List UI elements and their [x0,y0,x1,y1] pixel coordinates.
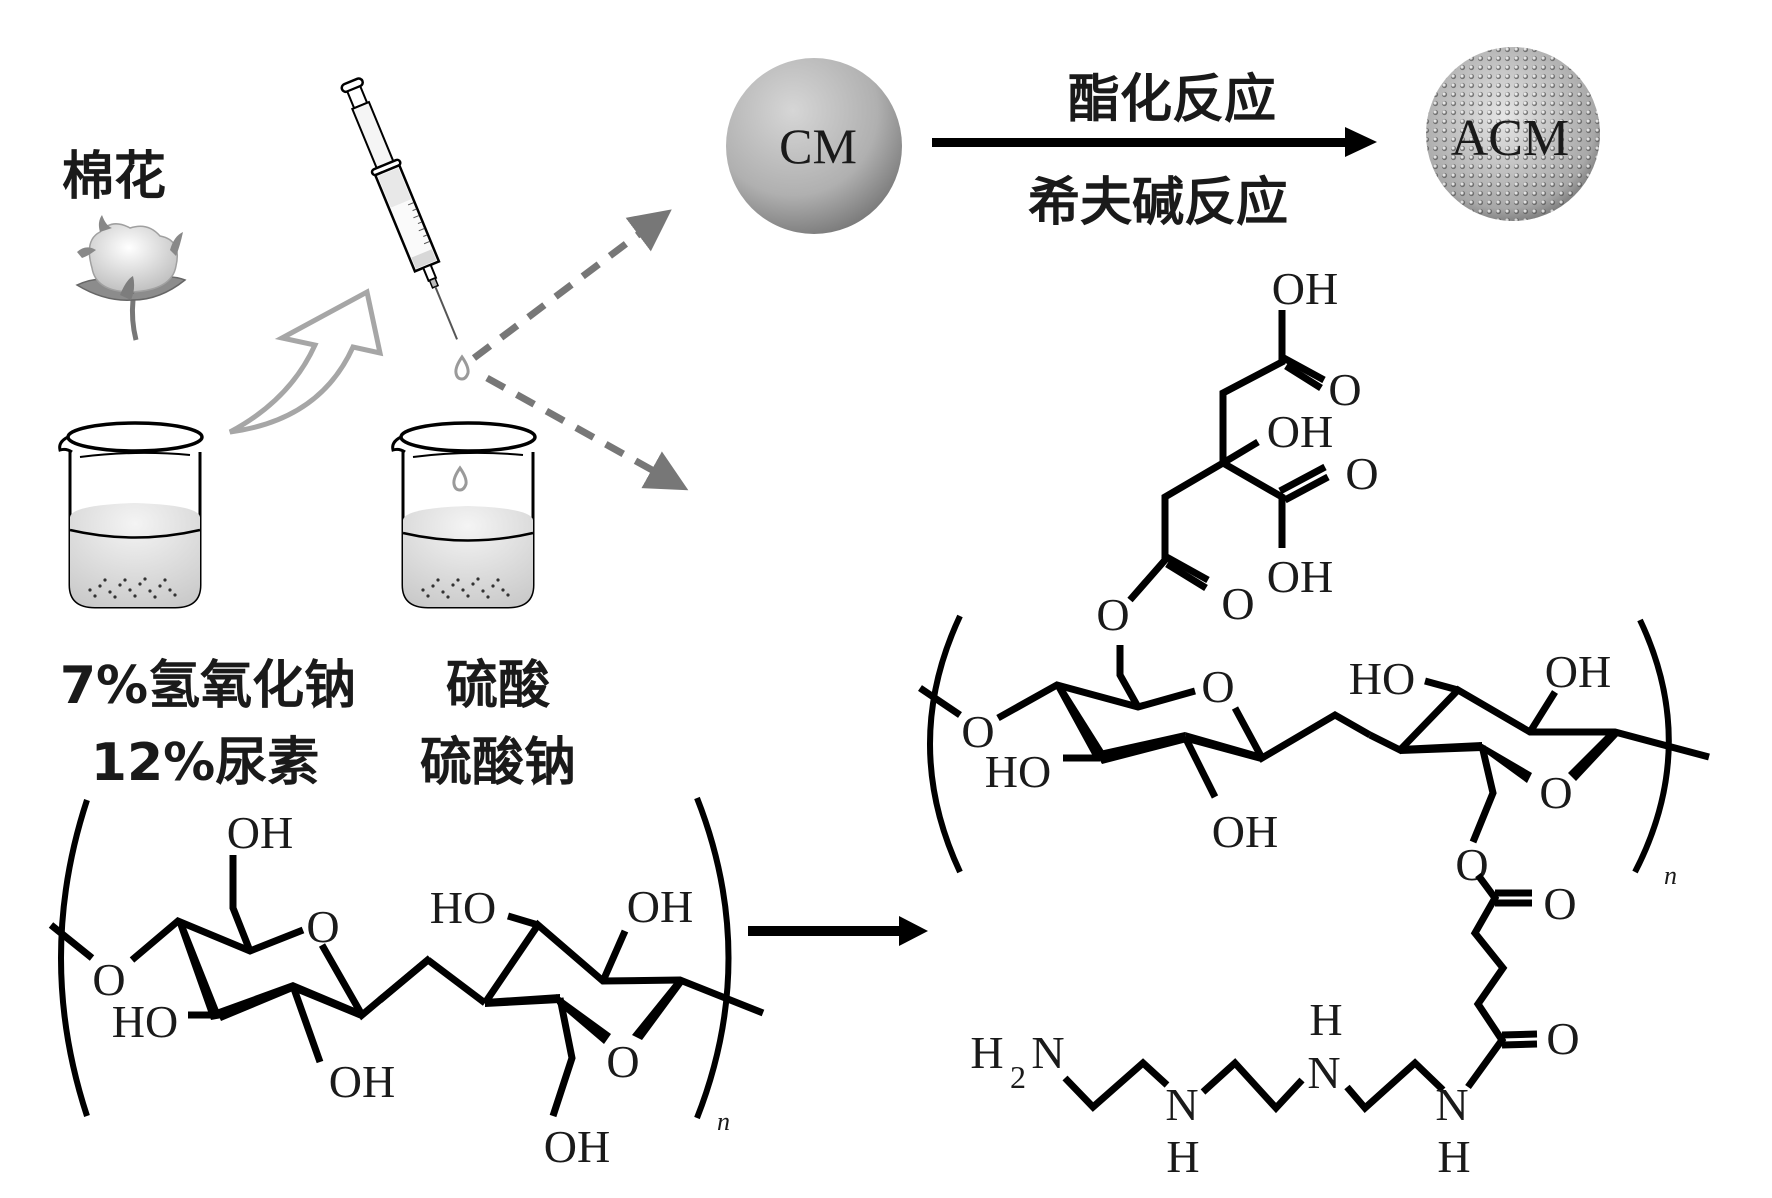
cotton-group: 棉花 [62,147,187,341]
acm-sphere: ACM [1426,47,1600,221]
atom-ho: HO [985,746,1051,797]
cotton-boll-icon [75,215,187,341]
conversion-arrow [748,916,928,946]
atom-oh: OH [1272,263,1338,314]
dashed-arrow-down [485,374,689,491]
repeat-n: n [717,1107,730,1136]
beaker2-label-line1: 硫酸 [446,656,551,716]
atom-oh: OH [227,807,293,858]
beaker1-label-line1: 7%氢氧化钠 [60,656,356,716]
syringe-icon [340,77,458,340]
atom-o: O [1096,589,1129,640]
beaker1-label-line2: 12%尿素 [91,733,319,793]
atom-oh: OH [1267,406,1333,457]
atom-o-ring: O [606,1036,639,1087]
left-bracket [58,799,90,1117]
atom-oh: OH [1545,646,1611,697]
atom-ho: HO [112,996,178,1047]
atom-o-ring: O [1539,767,1572,818]
reaction-label-schiff-base: 希夫碱反应 [1028,173,1288,233]
droplet-icon [454,354,470,381]
beaker2-label-line2: 硫酸钠 [420,733,576,793]
atom-o-link: O [92,954,125,1005]
atom-nh-h: H [1437,1131,1470,1182]
acm-label: ACM [1451,110,1569,167]
atom-o-carbonyl: O [1546,1013,1579,1064]
reaction-arrow: 酯化反应 希夫碱反应 [932,70,1377,233]
beaker-h2so4-na2so4 [391,421,537,609]
cm-sphere: CM [726,58,902,234]
transfer-arrow-icon [228,288,384,435]
acm-product-structure: OH O OH O OH O O n O HO O OH HO OH [918,263,1710,1182]
repeat-n: n [1664,861,1677,890]
atom-h2n-subscript: 2 [1010,1059,1026,1095]
atom-h2n-n: N [1031,1027,1064,1078]
atom-o-ring: O [306,901,339,952]
atom-h2n-h: H [970,1027,1003,1078]
atom-o: O [1328,364,1361,415]
atom-nh: N [1435,1079,1468,1130]
atom-oh: OH [627,881,693,932]
cm-label: CM [779,118,857,174]
dashed-arrow-to-cm [471,209,672,361]
cellulose-structure: n O HO OH O OH HO OH O OH [48,796,765,1172]
cotton-label: 棉花 [62,147,166,207]
atom-nh: N [1165,1079,1198,1130]
atom-nh-h: H [1166,1131,1199,1182]
atom-o-link: O [961,706,994,757]
atom-nh-h: H [1309,994,1342,1045]
beaker-naoh-urea [58,421,204,609]
atom-ho: HO [1349,653,1415,704]
atom-o-ring: O [1201,661,1234,712]
left-bracket [927,614,963,874]
atom-o: O [1345,448,1378,499]
reaction-label-esterification: 酯化反应 [1068,70,1276,130]
atom-nh: N [1307,1047,1340,1098]
atom-o-carbonyl: O [1543,878,1576,929]
atom-ho: HO [430,882,496,933]
right-bracket [694,796,732,1120]
atom-oh: OH [1267,551,1333,602]
droplet-icon [452,465,468,492]
atom-oh: OH [544,1121,610,1172]
atom-oh: OH [1212,806,1278,857]
atom-o: O [1221,578,1254,629]
atom-oh: OH [329,1056,395,1107]
